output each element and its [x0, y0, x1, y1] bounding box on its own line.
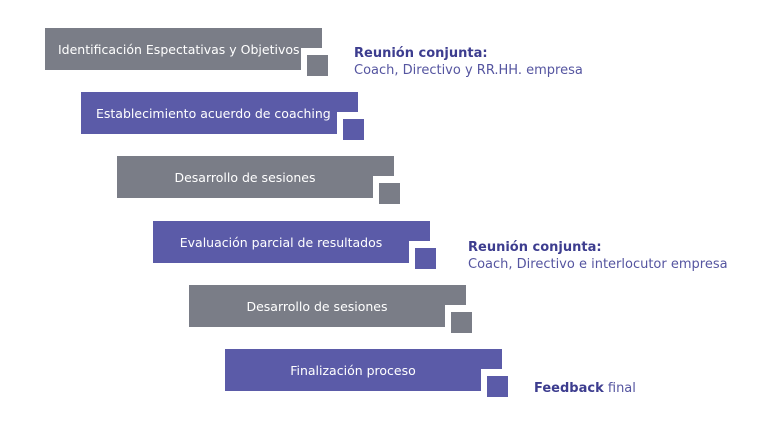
- step-label: Identificación Espectativas y Objetivos: [58, 41, 300, 57]
- note-title: Reunión conjunta:: [468, 240, 602, 255]
- step-bar: [81, 92, 358, 134]
- step-square-marker: [487, 376, 508, 397]
- note-title: Feedback: [534, 381, 604, 396]
- step-6: Finalización proceso: [225, 349, 508, 397]
- step-2: Establecimiento acuerdo de coaching: [81, 92, 364, 140]
- step-1: Identificación Espectativas y Objetivos: [45, 28, 328, 76]
- step-label: Desarrollo de sesiones: [246, 298, 388, 314]
- step-bar: [225, 349, 502, 391]
- step-square-marker: [343, 119, 364, 140]
- step-square-marker: [379, 183, 400, 204]
- step-bar: [45, 28, 322, 70]
- note-joint-meeting-interlocutor: Reunión conjunta: Coach, Directivo e int…: [468, 239, 728, 273]
- note-final-feedback: Feedback final: [534, 380, 636, 397]
- step-bar: [189, 285, 466, 327]
- step-label: Establecimiento acuerdo de coaching: [96, 105, 331, 121]
- step-3: Desarrollo de sesiones: [117, 156, 400, 204]
- step-square-marker: [451, 312, 472, 333]
- step-4: Evaluación parcial de resultados: [153, 221, 436, 269]
- step-label: Finalización proceso: [290, 362, 416, 378]
- step-label: Evaluación parcial de resultados: [179, 234, 383, 250]
- note-joint-meeting-hr: Reunión conjunta: Coach, Directivo y RR.…: [354, 45, 583, 79]
- step-5: Desarrollo de sesiones: [189, 285, 472, 333]
- note-text: Coach, Directivo y RR.HH. empresa: [354, 63, 583, 78]
- step-square-marker: [415, 248, 436, 269]
- note-text: final: [607, 381, 636, 396]
- note-text: Coach, Directivo e interlocutor empresa: [468, 257, 728, 272]
- step-bar: [117, 156, 394, 198]
- step-bar: [153, 221, 430, 263]
- step-square-marker: [307, 55, 328, 76]
- note-title: Reunión conjunta:: [354, 46, 488, 61]
- step-label: Desarrollo de sesiones: [174, 169, 316, 185]
